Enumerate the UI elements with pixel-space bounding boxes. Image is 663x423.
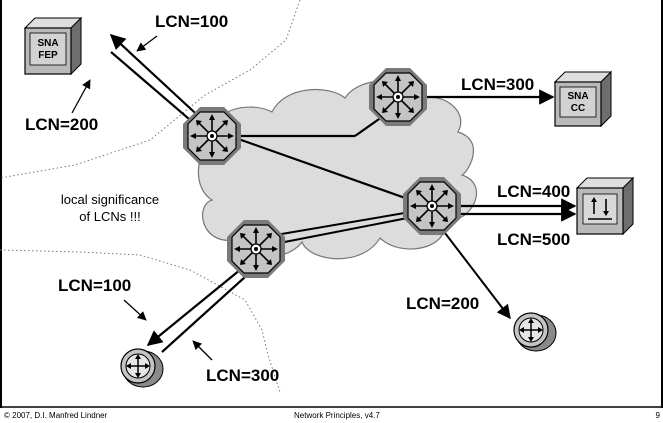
router-left: [120, 348, 164, 388]
switch-left: [226, 219, 286, 279]
lcn-label-router-right: LCN=200: [406, 294, 479, 313]
lcn-label-router-left-bottom: LCN=300: [206, 366, 279, 385]
vc-left-to-router-lower: [161, 267, 256, 353]
lcn-label-cc: LCN=300: [461, 75, 534, 94]
vc-left-right-lower: [263, 213, 429, 247]
sna-fep-device: SNA FEP: [23, 16, 83, 76]
lcn-label-fep-top: LCN=100: [155, 12, 228, 31]
cc-label-line2: CC: [571, 103, 585, 114]
callout-lcn300-bottom: [192, 340, 213, 361]
lcn-label-router-left-top: LCN=100: [58, 276, 131, 295]
vc-fep-to-right-switch: [212, 128, 426, 207]
fep-label-line2: FEP: [38, 50, 58, 61]
sna-cc-device: SNA CC: [553, 70, 613, 128]
vc-left-to-router-upper: [146, 264, 247, 346]
lcn-label-fep-left: LCN=200: [25, 115, 98, 134]
terminal-device: [575, 176, 635, 236]
callout-lcn200-left: [71, 79, 91, 114]
note-line1: local significance: [61, 192, 159, 207]
cc-label-line1: SNA: [567, 91, 588, 102]
note-line2: of LCNs !!!: [79, 209, 140, 224]
lcn-label-terminal-bottom: LCN=500: [497, 230, 570, 249]
vc-left-right-upper: [263, 208, 429, 238]
lcn-label-terminal-top: LCN=400: [497, 182, 570, 201]
switch-top-left: [182, 106, 242, 166]
footer-title: Network Principles, v4.7: [294, 411, 380, 420]
vc-fep-lower: [110, 51, 204, 132]
callout-lcn100-top: [136, 35, 158, 52]
footer-copyright: © 2007, D.I. Manfred Lindner: [4, 411, 108, 420]
footer-page-number: 9: [656, 411, 661, 420]
switch-top-right: [368, 67, 428, 127]
switch-right: [402, 176, 462, 236]
fep-label-line1: SNA: [37, 38, 58, 49]
vc-fep-upper: [109, 33, 207, 124]
callout-lcn100-bottom: [123, 299, 147, 321]
router-right: [513, 312, 557, 352]
boundary-top: [0, 0, 301, 179]
